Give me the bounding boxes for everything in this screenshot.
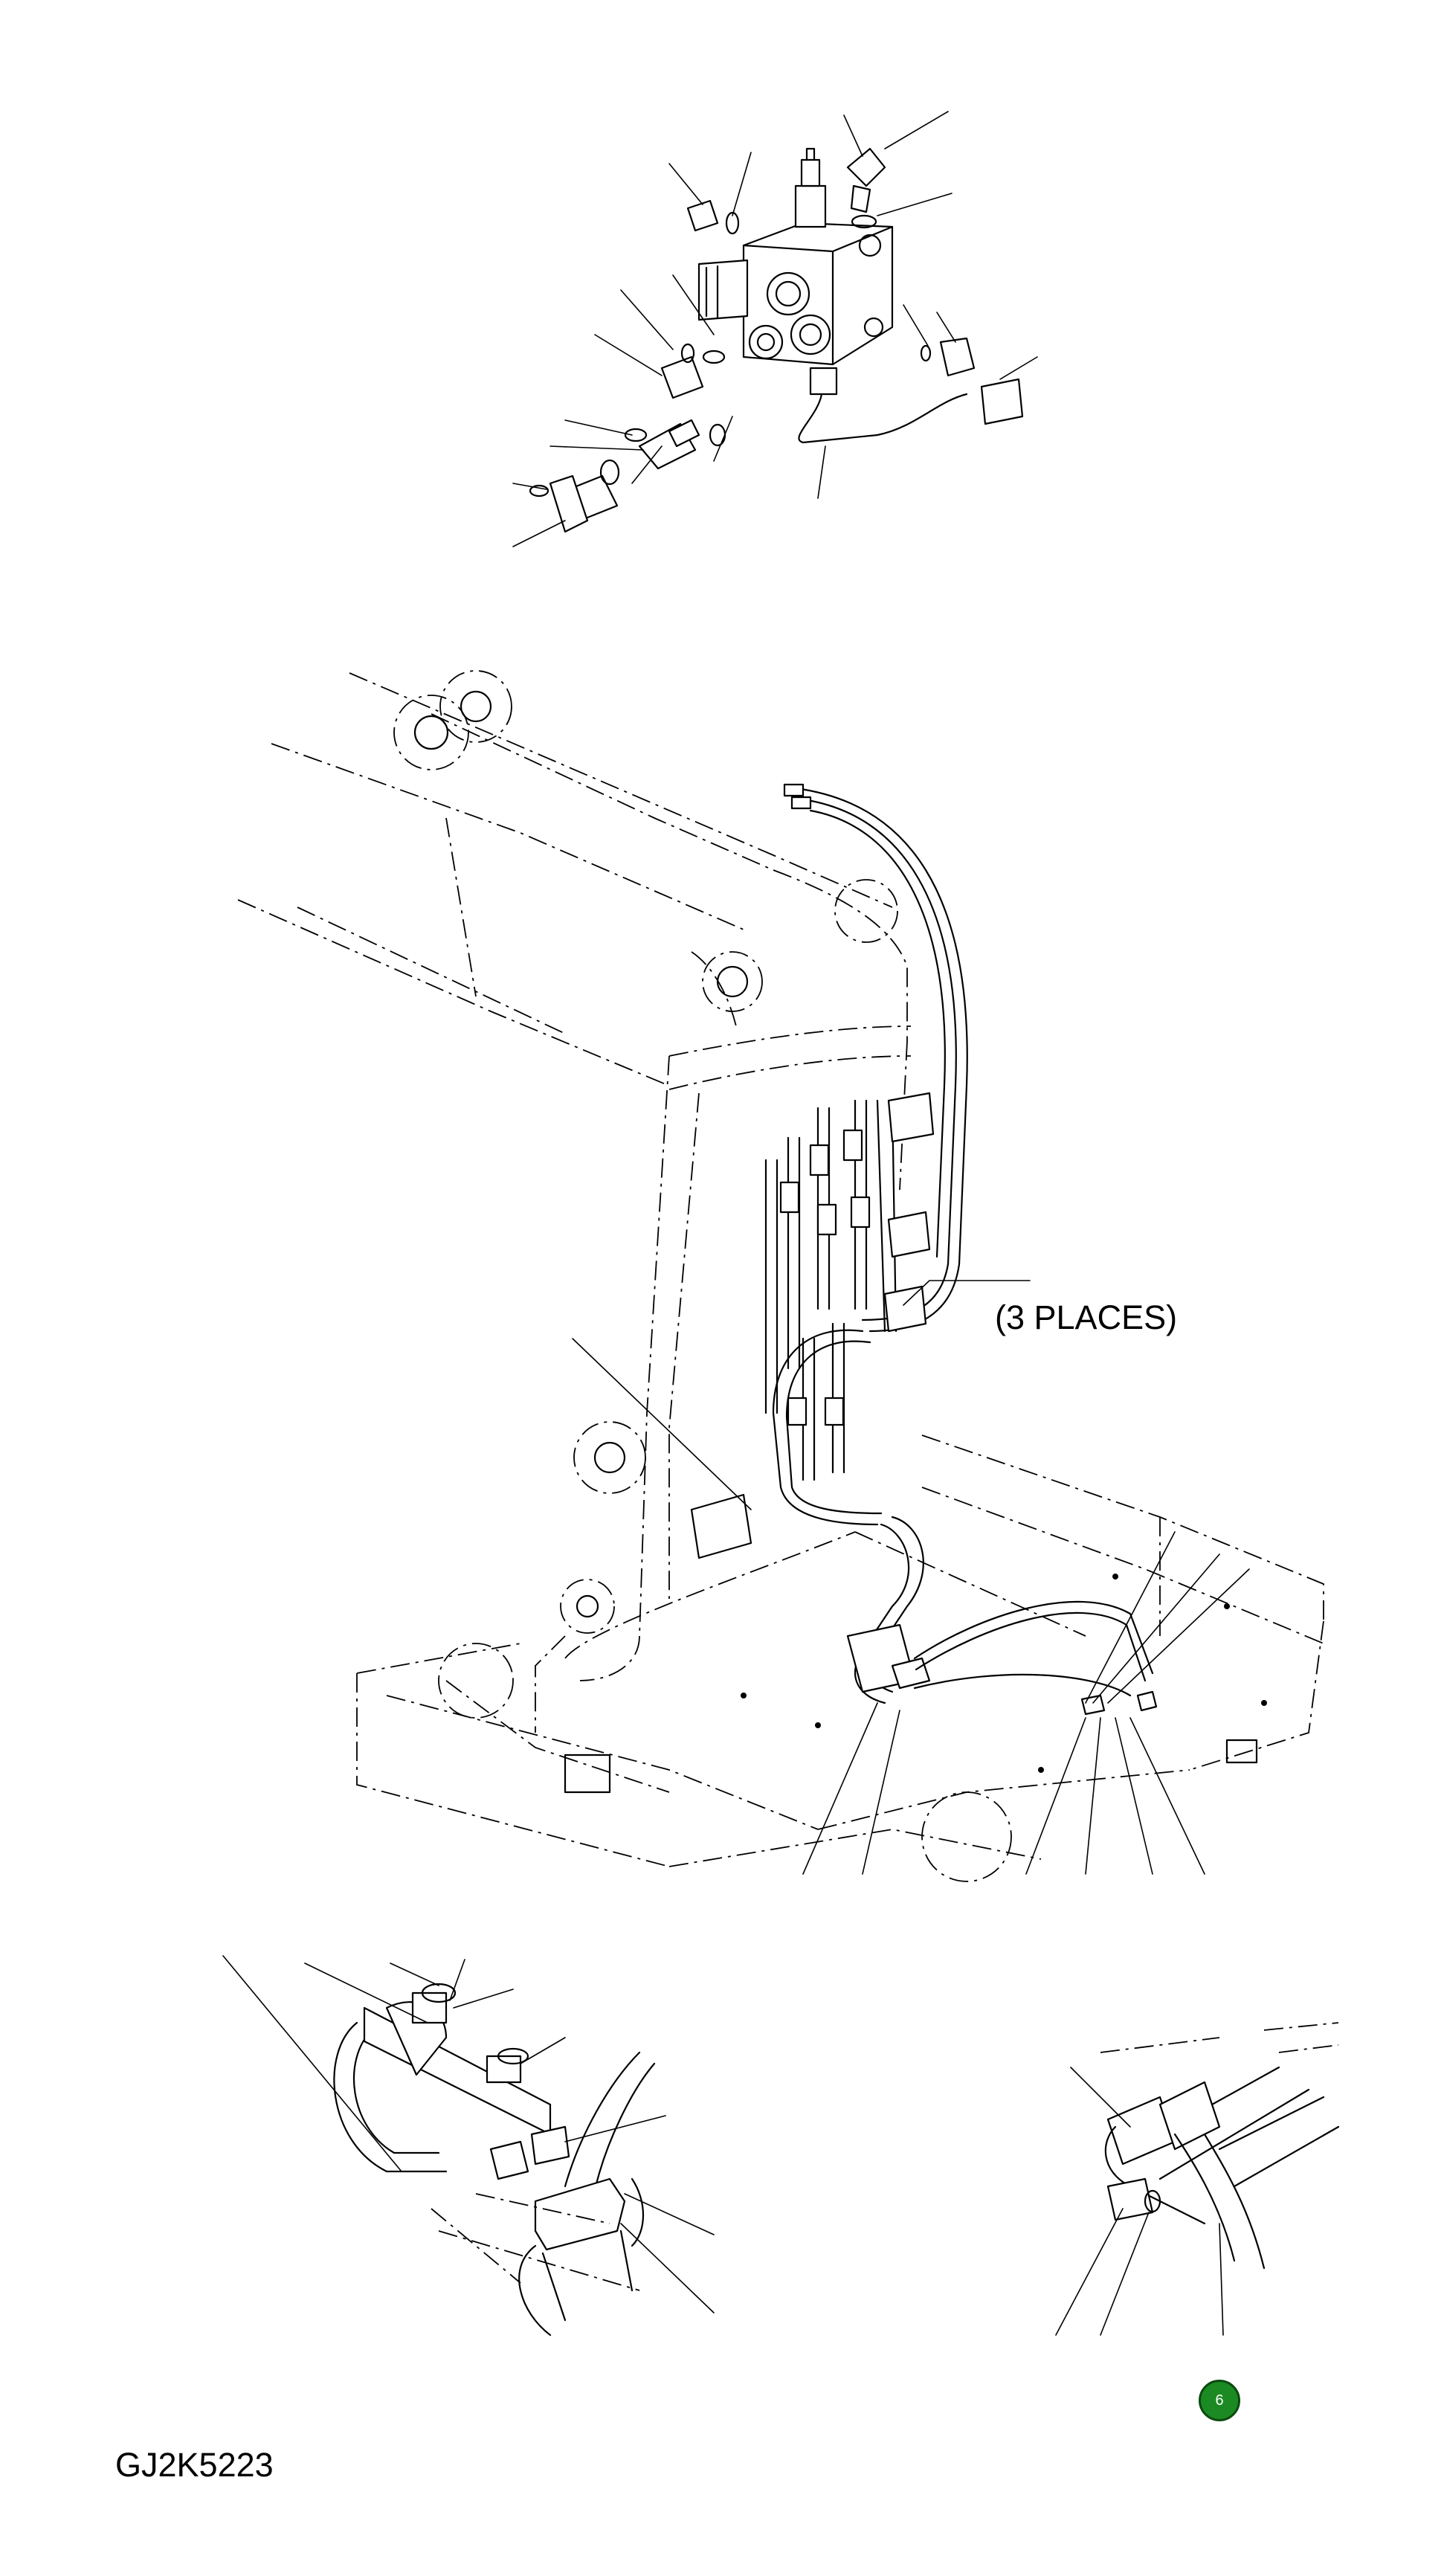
callout-label: (3 PLACES) — [995, 1298, 1177, 1336]
page-badge: 6 — [1199, 2380, 1240, 2421]
figure-code: GJ2K5223 — [115, 2446, 274, 2484]
valve-block-detail — [512, 111, 1038, 547]
clamp-detail-right — [1055, 2022, 1340, 2336]
boom-assembly-view — [237, 670, 1324, 1882]
clamp-detail-left — [222, 1955, 715, 2337]
